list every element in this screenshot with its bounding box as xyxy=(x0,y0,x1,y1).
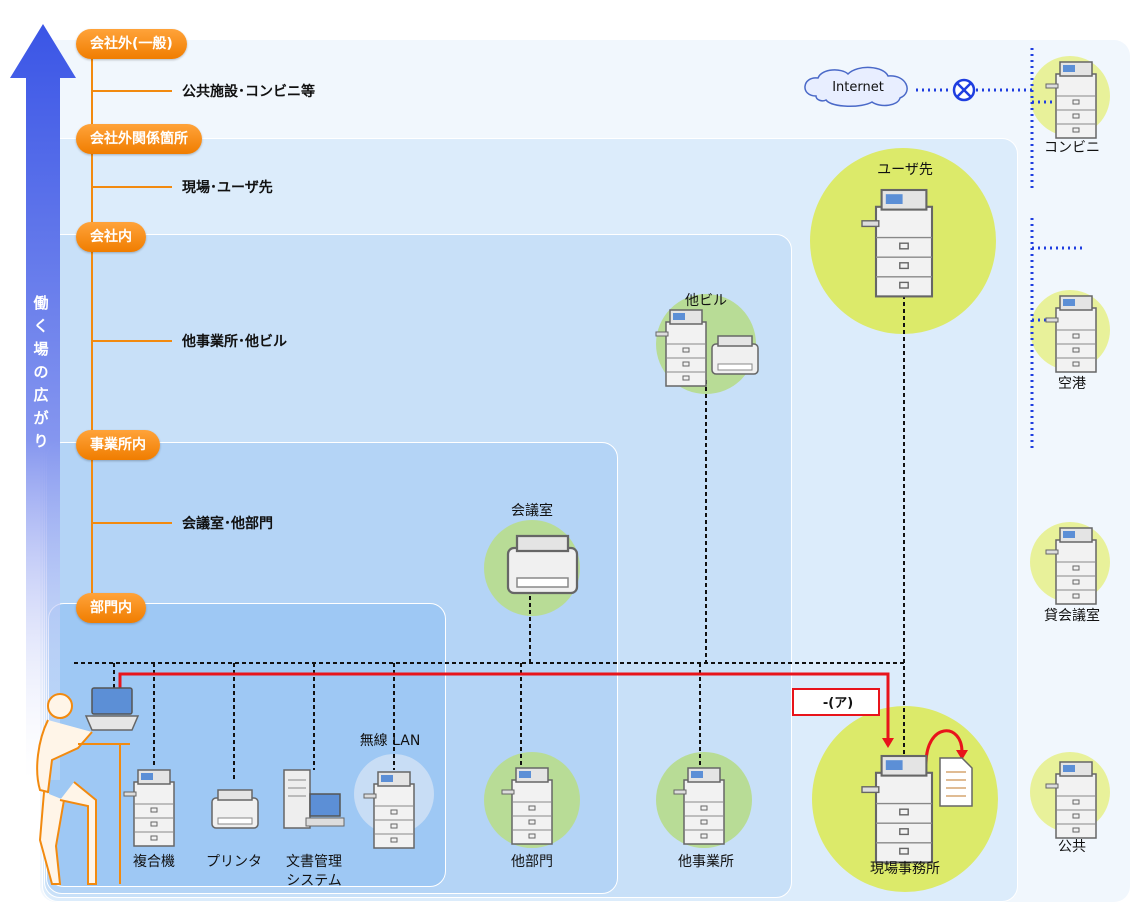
person-icon xyxy=(36,693,130,885)
label-airport: 空港 xyxy=(1058,376,1086,392)
sublevel-site: 現場･ユーザ先 xyxy=(182,180,273,196)
other-dept-mfp-icon xyxy=(501,767,553,845)
label-public: 公共 xyxy=(1058,839,1086,855)
meeting-printer-icon xyxy=(506,534,579,595)
document-icon xyxy=(939,757,973,807)
label-conveni: コンビニ xyxy=(1044,140,1100,156)
internet-cloud-label: Internet xyxy=(832,80,884,95)
label-printer: プリンタ xyxy=(206,854,262,870)
level-office: 事業所内 xyxy=(76,430,160,460)
callout-box xyxy=(792,688,880,716)
mfp-icon xyxy=(123,769,175,847)
branch-public xyxy=(92,90,172,92)
conveni-mfp-icon xyxy=(1045,61,1097,139)
label-wlan: 無線 LAN xyxy=(359,733,421,749)
label-rental-room: 貸会議室 xyxy=(1044,608,1100,624)
label-other-building: 他ビル xyxy=(685,293,727,309)
level-general: 会社外(一般) xyxy=(76,29,187,59)
public-mfp-icon xyxy=(1045,761,1097,839)
site-office-mfp-icon xyxy=(860,754,934,864)
level-related: 会社外関係箇所 xyxy=(76,124,202,154)
level-internal: 会社内 xyxy=(76,222,146,252)
label-user-site: ユーザ先 xyxy=(877,162,933,178)
sublevel-public: 公共施設･コンビニ等 xyxy=(182,84,315,100)
label-mfp: 複合機 xyxy=(133,854,175,870)
level-dept: 部門内 xyxy=(76,593,146,623)
rental-room-mfp-icon xyxy=(1045,527,1097,605)
branch-building xyxy=(92,340,172,342)
wlan-mfp-icon xyxy=(363,771,415,849)
airport-mfp-icon xyxy=(1045,295,1097,373)
other-office-mfp-icon xyxy=(673,767,725,845)
label-meeting-room: 会議室 xyxy=(511,503,553,519)
branch-meeting xyxy=(92,522,172,524)
label-other-dept: 他部門 xyxy=(511,854,553,870)
label-docsys-2: システム xyxy=(286,873,342,889)
other-building-mfp-icon xyxy=(655,309,707,387)
docsys-icon xyxy=(283,769,345,829)
user-site-mfp-icon xyxy=(860,188,934,298)
sublevel-building: 他事業所･他ビル xyxy=(182,334,287,350)
other-building-printer-icon xyxy=(711,335,759,375)
hierarchy-vline xyxy=(91,44,93,614)
callout-label: -(ア) xyxy=(822,696,854,711)
label-docsys-1: 文書管理 xyxy=(286,854,342,870)
printer-icon xyxy=(211,789,259,829)
scope-arrow xyxy=(10,24,76,780)
laptop-icon xyxy=(84,687,140,731)
sublevel-meeting: 会議室･他部門 xyxy=(182,516,273,532)
label-site-office: 現場事務所 xyxy=(870,861,940,877)
arrow-caption: 働く場の広がり xyxy=(33,294,49,450)
label-other-office: 他事業所 xyxy=(678,854,734,870)
branch-site xyxy=(92,186,172,188)
